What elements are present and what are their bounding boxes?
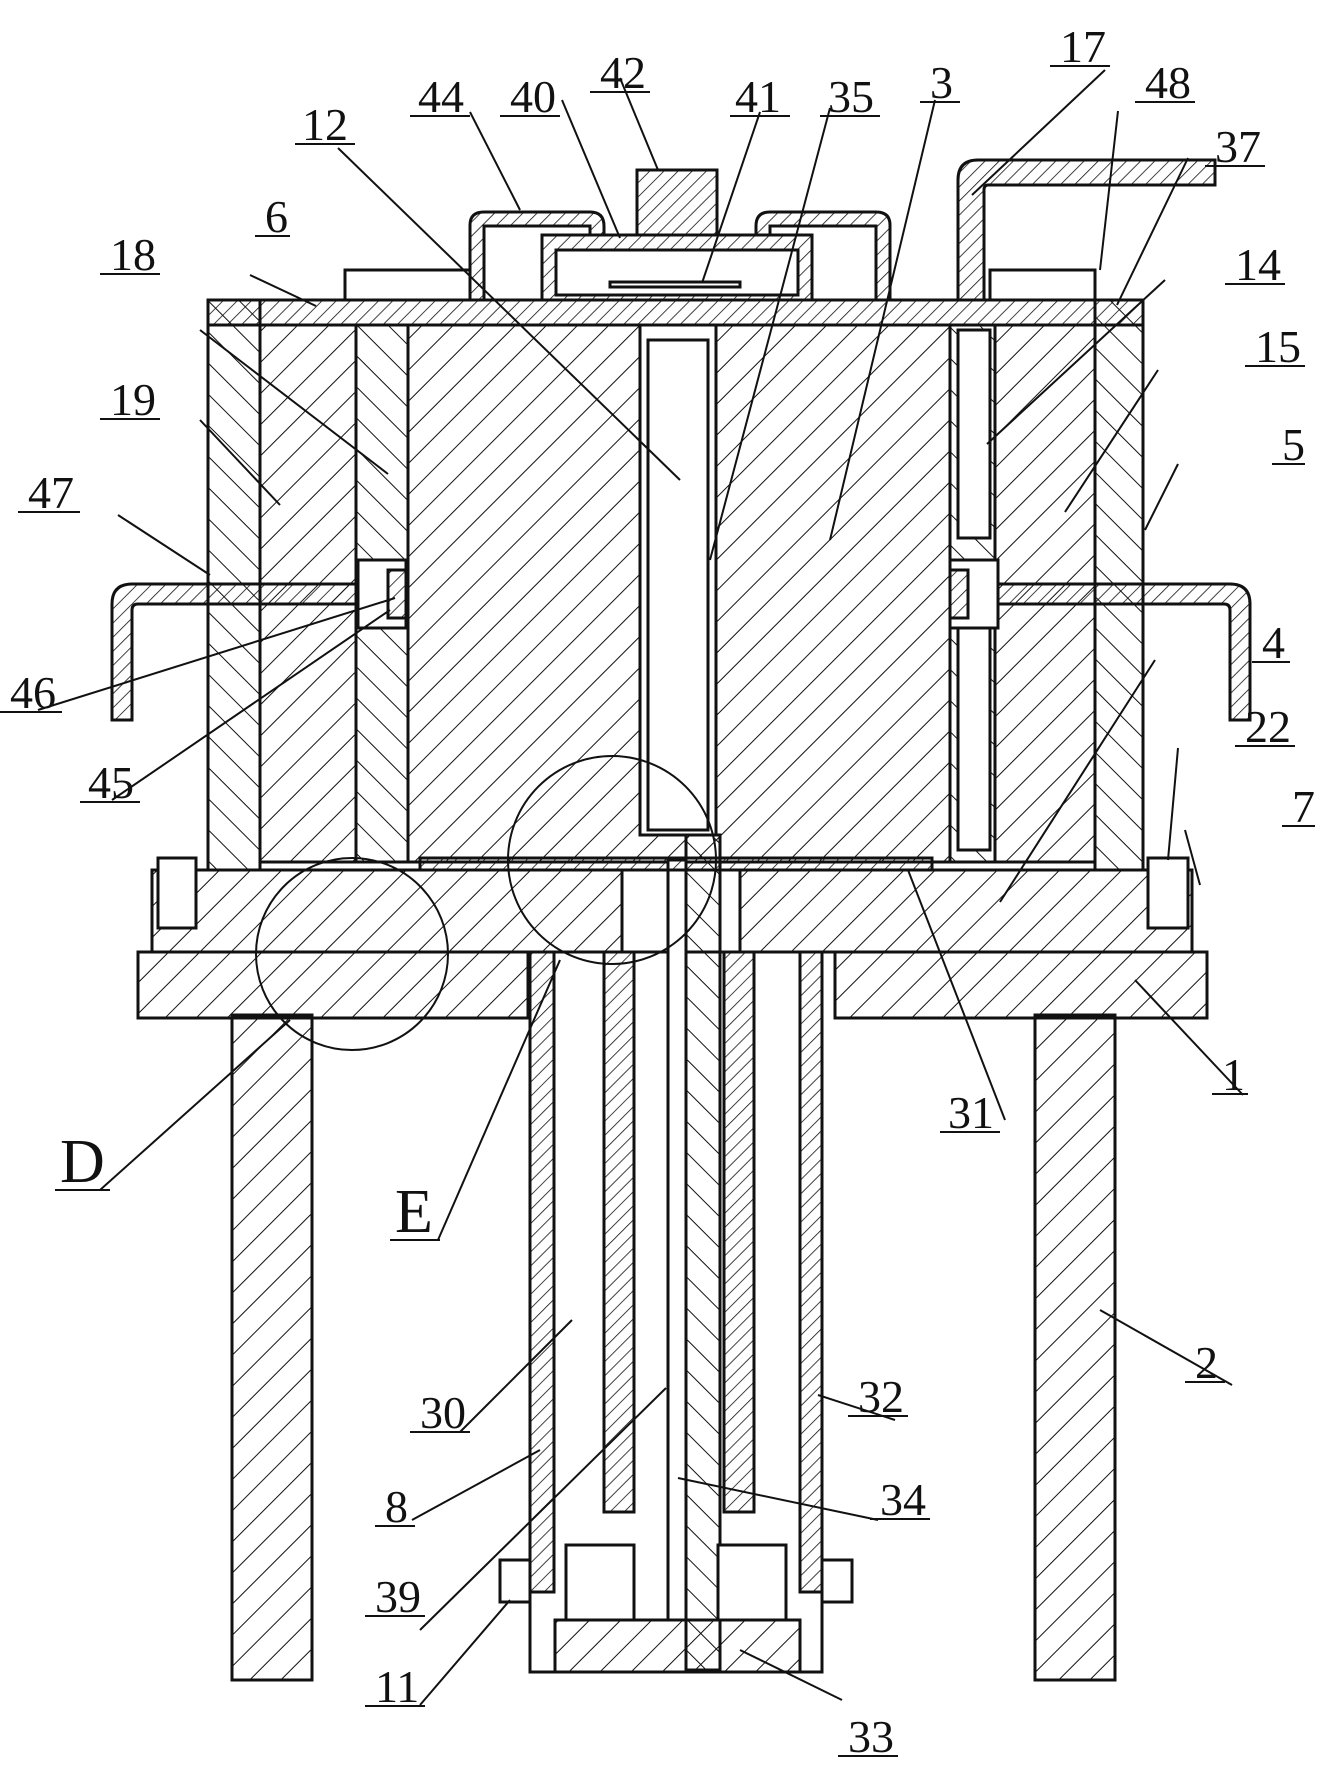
label-8: 8 [385, 1481, 408, 1532]
base-plate-left [136, 950, 530, 1020]
detail-circle-d [255, 857, 449, 1051]
right-leg [1033, 1013, 1117, 1682]
leader-lines [37, 69, 1244, 1706]
label-31: 31 [948, 1087, 994, 1138]
cover-block-left [343, 268, 472, 302]
label-39: 39 [375, 1571, 421, 1622]
right-port-inner [948, 568, 970, 620]
top-cover [206, 298, 1145, 327]
label-11: 11 [375, 1661, 419, 1712]
collar-right [820, 1558, 854, 1604]
base-plate-right [833, 950, 1209, 1020]
collar-left [498, 1558, 532, 1604]
label-5: 5 [1282, 419, 1305, 470]
label-18: 18 [110, 229, 156, 280]
lower-flange-left [150, 868, 624, 954]
label-34: 34 [880, 1474, 926, 1525]
left-clamp [156, 856, 198, 930]
left-pipe [110, 582, 358, 722]
detail-circle-e [507, 755, 717, 965]
label-7: 7 [1292, 781, 1315, 832]
tube-wall-right [798, 950, 824, 1594]
label-40: 40 [510, 71, 556, 122]
label-45: 45 [88, 757, 134, 808]
label-4: 4 [1262, 617, 1285, 668]
right-pipe [998, 582, 1252, 722]
label-42: 42 [600, 47, 646, 98]
label-47: 47 [28, 467, 74, 518]
label-41: 41 [735, 71, 781, 122]
label-17: 17 [1060, 21, 1106, 72]
label-33: 33 [848, 1711, 894, 1762]
center-rod-32 [684, 833, 722, 1672]
label-48: 48 [1145, 57, 1191, 108]
label-underlines [0, 65, 1315, 1757]
label-35: 35 [828, 71, 874, 122]
top-pipe [956, 158, 1217, 302]
lower-flange-right [738, 868, 1194, 954]
bore-insert [646, 338, 710, 832]
part-labels: 42 41 35 3 17 48 37 44 40 12 6 18 14 15 … [10, 21, 1315, 1762]
seal-strip-31 [418, 856, 934, 872]
label-14: 14 [1235, 239, 1281, 290]
label-22: 22 [1245, 701, 1291, 752]
rod-sleeve-34 [666, 858, 688, 1622]
label-30: 30 [420, 1387, 466, 1438]
lower-block-right [716, 1543, 788, 1622]
label-1: 1 [1222, 1049, 1245, 1100]
base-cup-33 [553, 1618, 802, 1674]
top-stem [635, 168, 719, 237]
label-E: E [395, 1178, 433, 1246]
label-44: 44 [418, 71, 464, 122]
left-bracket-44 [468, 210, 606, 302]
right-bracket-44 [754, 210, 892, 302]
label-3: 3 [930, 57, 953, 108]
label-15: 15 [1255, 321, 1301, 372]
left-leg [230, 1013, 314, 1682]
sensor-41 [608, 280, 742, 289]
right-channel-upper [956, 328, 992, 540]
label-32: 32 [858, 1371, 904, 1422]
tube-wall-left [528, 950, 556, 1594]
inner-sleeve-left [602, 950, 636, 1514]
right-clamp [1146, 856, 1190, 930]
label-D: D [60, 1128, 105, 1196]
label-46: 46 [10, 667, 56, 718]
right-channel-lower [956, 616, 992, 852]
label-19: 19 [110, 374, 156, 425]
inner-sleeve-right [722, 950, 756, 1514]
label-6: 6 [265, 191, 288, 242]
label-2: 2 [1195, 1337, 1218, 1388]
left-port-inner [386, 568, 408, 620]
cover-block-right [988, 268, 1097, 302]
label-12: 12 [302, 99, 348, 150]
lower-block-left [564, 1543, 636, 1622]
label-37: 37 [1215, 121, 1261, 172]
